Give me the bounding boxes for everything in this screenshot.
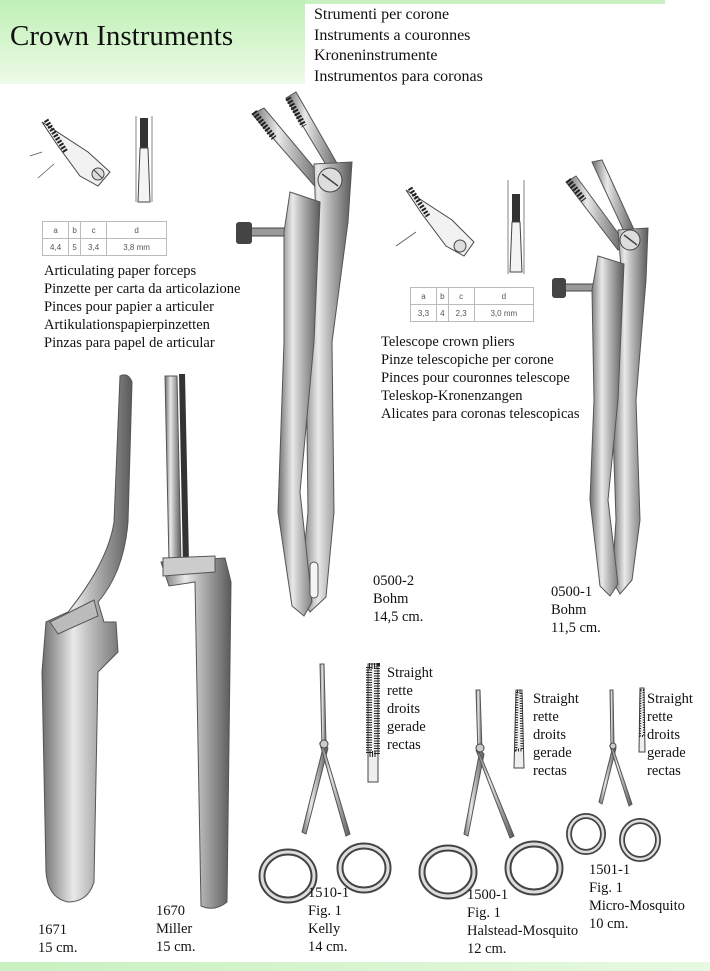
caption-line: Pinze telescopiche per corone <box>381 352 554 368</box>
product-length: 14 cm. <box>308 939 348 955</box>
header-banner <box>0 0 305 84</box>
page-title: Crown Instruments <box>10 20 234 52</box>
straight-label: rette <box>387 683 413 699</box>
telescope-plier-large-image <box>236 91 353 617</box>
dim-header: d <box>106 221 167 239</box>
subtitle-fr: Instruments a couronnes <box>314 26 471 44</box>
product-figure: Fig. 1 <box>589 880 623 896</box>
product-length: 11,5 cm. <box>551 620 601 636</box>
dim-value: 3,4 <box>79 238 108 256</box>
product-code: 1510-1 <box>308 885 350 901</box>
straight-label: Straight <box>533 691 579 707</box>
straight-label-micro: Straight rette droits gerade rectas <box>647 690 693 780</box>
product-code: 0500-1 <box>551 584 593 600</box>
straight-label: droits <box>647 727 681 743</box>
straight-tip-halstead-icon <box>513 689 525 769</box>
dim-header: c <box>447 287 475 305</box>
product-1500-1-caption: 1500-1 Fig. 1 Halstead-Mosquito 12 cm. <box>467 886 578 958</box>
product-1510-1-caption: 1510-1 Fig. 1 Kelly 14 cm. <box>308 884 349 956</box>
top-accent-bar <box>305 0 665 4</box>
articulating-tip-diagram <box>29 116 153 203</box>
hemostat-halstead-image <box>418 689 564 900</box>
product-1671-caption: 1671 15 cm. <box>38 921 77 957</box>
product-length: 12 cm. <box>467 941 507 957</box>
straight-tip-kelly-icon <box>366 663 380 783</box>
product-code: 1500-1 <box>467 887 509 903</box>
product-name: Bohm <box>373 591 409 607</box>
telescope-dims-table: a b c d 3,3 4 2,3 3,0 mm <box>410 287 535 322</box>
articulating-dims-table: a b c d 4,4 5 3,4 3,8 mm <box>41 221 167 256</box>
product-code: 0500-2 <box>373 573 415 589</box>
product-1501-1-caption: 1501-1 Fig. 1 Micro-Mosquito 10 cm. <box>589 861 685 933</box>
product-code: 1670 <box>156 903 185 919</box>
straight-label: gerade <box>647 745 686 761</box>
dim-value: 4,4 <box>41 238 70 256</box>
dim-header: c <box>79 221 108 239</box>
hemostat-micro-mosquito-image <box>566 689 661 862</box>
dim-header: d <box>473 287 535 305</box>
straight-label: gerade <box>387 719 426 735</box>
product-name: Miller <box>156 921 193 937</box>
caption-line: Telescope crown pliers <box>381 334 515 350</box>
product-name: Kelly <box>308 921 341 937</box>
telescope-tip-diagram <box>395 180 525 274</box>
telescope-plier-small-image <box>552 159 649 597</box>
forceps-1670-image <box>160 374 232 909</box>
product-length: 14,5 cm. <box>373 609 424 625</box>
articulating-caption: Articulating paper forceps Pinzette per … <box>44 262 240 352</box>
product-code: 1501-1 <box>589 862 631 878</box>
dim-value: 5 <box>68 238 81 256</box>
subtitle-de: Kroneninstrumente <box>314 47 438 64</box>
straight-label: gerade <box>533 745 572 761</box>
dim-header: a <box>41 221 70 239</box>
straight-label-kelly: Straight rette droits gerade rectas <box>387 664 433 754</box>
straight-label: Straight <box>387 665 433 681</box>
straight-label: droits <box>387 701 421 717</box>
straight-label: rette <box>533 709 559 725</box>
subtitle-it: Strumenti per corone <box>314 6 450 23</box>
hemostat-kelly-image <box>258 663 392 904</box>
product-length: 15 cm. <box>38 940 78 956</box>
straight-label: rette <box>647 709 673 725</box>
dim-value: 3,8 mm <box>106 238 167 256</box>
product-figure: Fig. 1 <box>308 903 342 919</box>
caption-line: Articulating paper forceps <box>44 263 197 279</box>
telescope-caption: Telescope crown pliers Pinze telescopich… <box>381 333 579 423</box>
caption-line: Pinces pour couronnes telescope <box>381 370 570 386</box>
product-length: 10 cm. <box>589 916 629 932</box>
product-0500-2-caption: 0500-2 Bohm 14,5 cm. <box>373 572 423 626</box>
straight-label: rectas <box>387 737 421 753</box>
straight-label: Straight <box>647 691 693 707</box>
dim-value: 2,3 <box>447 304 475 322</box>
caption-line: Pinces pour papier a articuler <box>44 299 214 315</box>
dim-header: a <box>410 287 437 305</box>
product-1670-caption: 1670 Miller 15 cm. <box>156 902 195 956</box>
title-translations: Strumenti per corone Instruments a couro… <box>314 5 483 87</box>
caption-line: Pinzette per carta da articolazione <box>44 281 241 297</box>
footer-bar <box>0 962 710 971</box>
product-length: 15 cm. <box>156 939 196 955</box>
caption-line: Alicates para coronas telescopicas <box>381 406 580 422</box>
caption-line: Teleskop-Kronenzangen <box>381 388 523 404</box>
dim-value: 3,0 mm <box>473 304 535 322</box>
product-name: Micro-Mosquito <box>589 898 685 914</box>
caption-line: Artikulationspapierpinzetten <box>44 317 210 333</box>
dim-header: b <box>435 287 449 305</box>
subtitle-es: Instrumentos para coronas <box>314 67 483 85</box>
dim-header: b <box>68 221 81 239</box>
product-figure: Fig. 1 <box>467 905 501 921</box>
straight-tip-micro-icon <box>638 687 646 753</box>
forceps-1671-image <box>41 374 133 903</box>
caption-line: Pinzas para papel de articular <box>44 335 215 351</box>
dim-value: 3,3 <box>410 304 437 322</box>
product-0500-1-caption: 0500-1 Bohm 11,5 cm. <box>551 583 601 637</box>
straight-label-halstead: Straight rette droits gerade rectas <box>533 690 579 780</box>
dim-value: 4 <box>435 304 449 322</box>
product-code: 1671 <box>38 922 67 938</box>
product-name: Halstead-Mosquito <box>467 923 579 939</box>
product-name: Bohm <box>551 602 587 618</box>
straight-label: rectas <box>647 763 681 779</box>
straight-label: rectas <box>533 763 567 779</box>
straight-label: droits <box>533 727 567 743</box>
